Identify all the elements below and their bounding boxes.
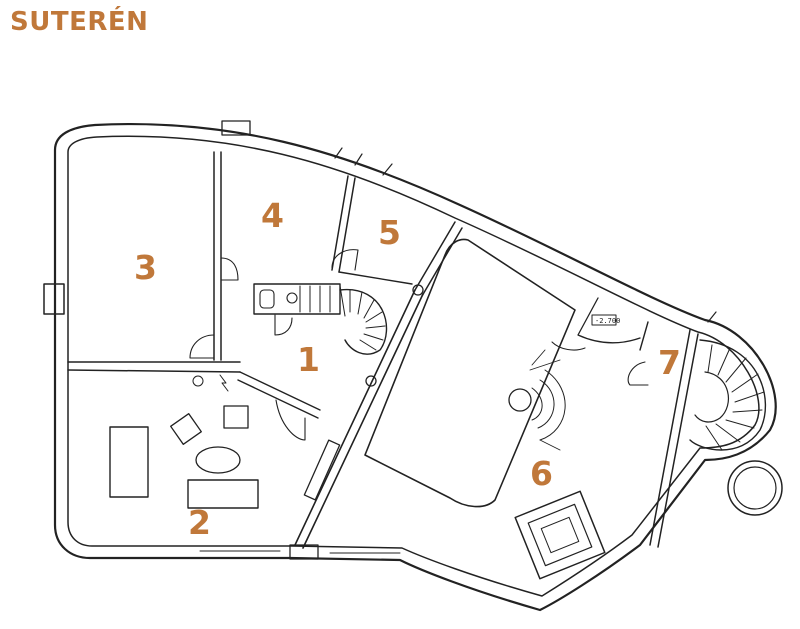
window-ticks <box>334 147 717 323</box>
wall-2-corridor <box>237 371 321 419</box>
wall-6-7 <box>649 329 699 548</box>
door-3-lower <box>189 334 215 359</box>
fountain-rays <box>529 349 561 451</box>
square-feature <box>514 490 606 580</box>
room-label-5: 5 <box>378 213 401 252</box>
wc-basin <box>286 292 298 304</box>
room2-armchair-1 <box>223 405 249 429</box>
spiral-stair-2-outer <box>689 339 767 451</box>
room2-coffee-table <box>195 446 241 474</box>
room-label-2: 2 <box>188 503 211 542</box>
level-marker-box <box>591 314 617 326</box>
door-1 <box>274 314 293 336</box>
wall-5-bottom <box>338 271 413 285</box>
wall-4-5 <box>331 175 356 273</box>
door-bottom-threshold <box>289 544 319 560</box>
stair-1-treads <box>299 285 346 317</box>
wall-1-6 <box>294 289 424 549</box>
pool-outline <box>364 238 576 508</box>
room2-sofa <box>187 479 259 509</box>
fixture-1 <box>192 375 204 387</box>
wall-3-4 <box>213 151 222 361</box>
spiral-stair-1-treads <box>349 289 386 351</box>
room-label-6: 6 <box>530 454 553 493</box>
small-room-wall <box>577 297 641 344</box>
door-3-4-upper <box>220 257 239 281</box>
level-marker: -2.700 <box>595 317 620 325</box>
round-tower <box>727 460 783 516</box>
room2-table <box>109 426 149 498</box>
outer-wall-outline <box>53 122 777 612</box>
door-5 <box>331 249 359 271</box>
fountain-arcs <box>531 369 566 441</box>
wall-3-2 <box>67 361 241 373</box>
room-label-1: 1 <box>297 340 320 379</box>
wall-7-left <box>639 321 649 351</box>
spiral-stair-2-inner <box>694 371 729 423</box>
door-6-top <box>551 341 586 351</box>
wall-5-6 <box>414 221 463 297</box>
electric-symbol <box>219 374 229 392</box>
fountain-center <box>508 388 532 412</box>
door-7 <box>627 361 649 386</box>
wc-toilet <box>259 289 275 309</box>
column-top <box>412 284 424 296</box>
stair-landing <box>253 283 341 315</box>
left-wall-pier <box>43 283 65 315</box>
spiral-stair-1 <box>339 289 388 355</box>
bottom-wall-detail <box>199 550 401 554</box>
column-mid <box>365 375 377 387</box>
room-label-4: 4 <box>261 196 284 235</box>
room-label-7: 7 <box>658 343 681 382</box>
room-label-3: 3 <box>134 248 157 287</box>
round-tower-inner <box>733 466 777 510</box>
door-2 <box>275 399 306 441</box>
top-wall-window <box>221 120 251 136</box>
inner-wall-outline <box>67 135 760 597</box>
room2-armchair-2 <box>170 413 202 445</box>
page-title: SUTERÉN <box>10 7 149 37</box>
diagonal-niche <box>303 439 341 501</box>
spiral-stair-2-treads <box>705 344 765 451</box>
